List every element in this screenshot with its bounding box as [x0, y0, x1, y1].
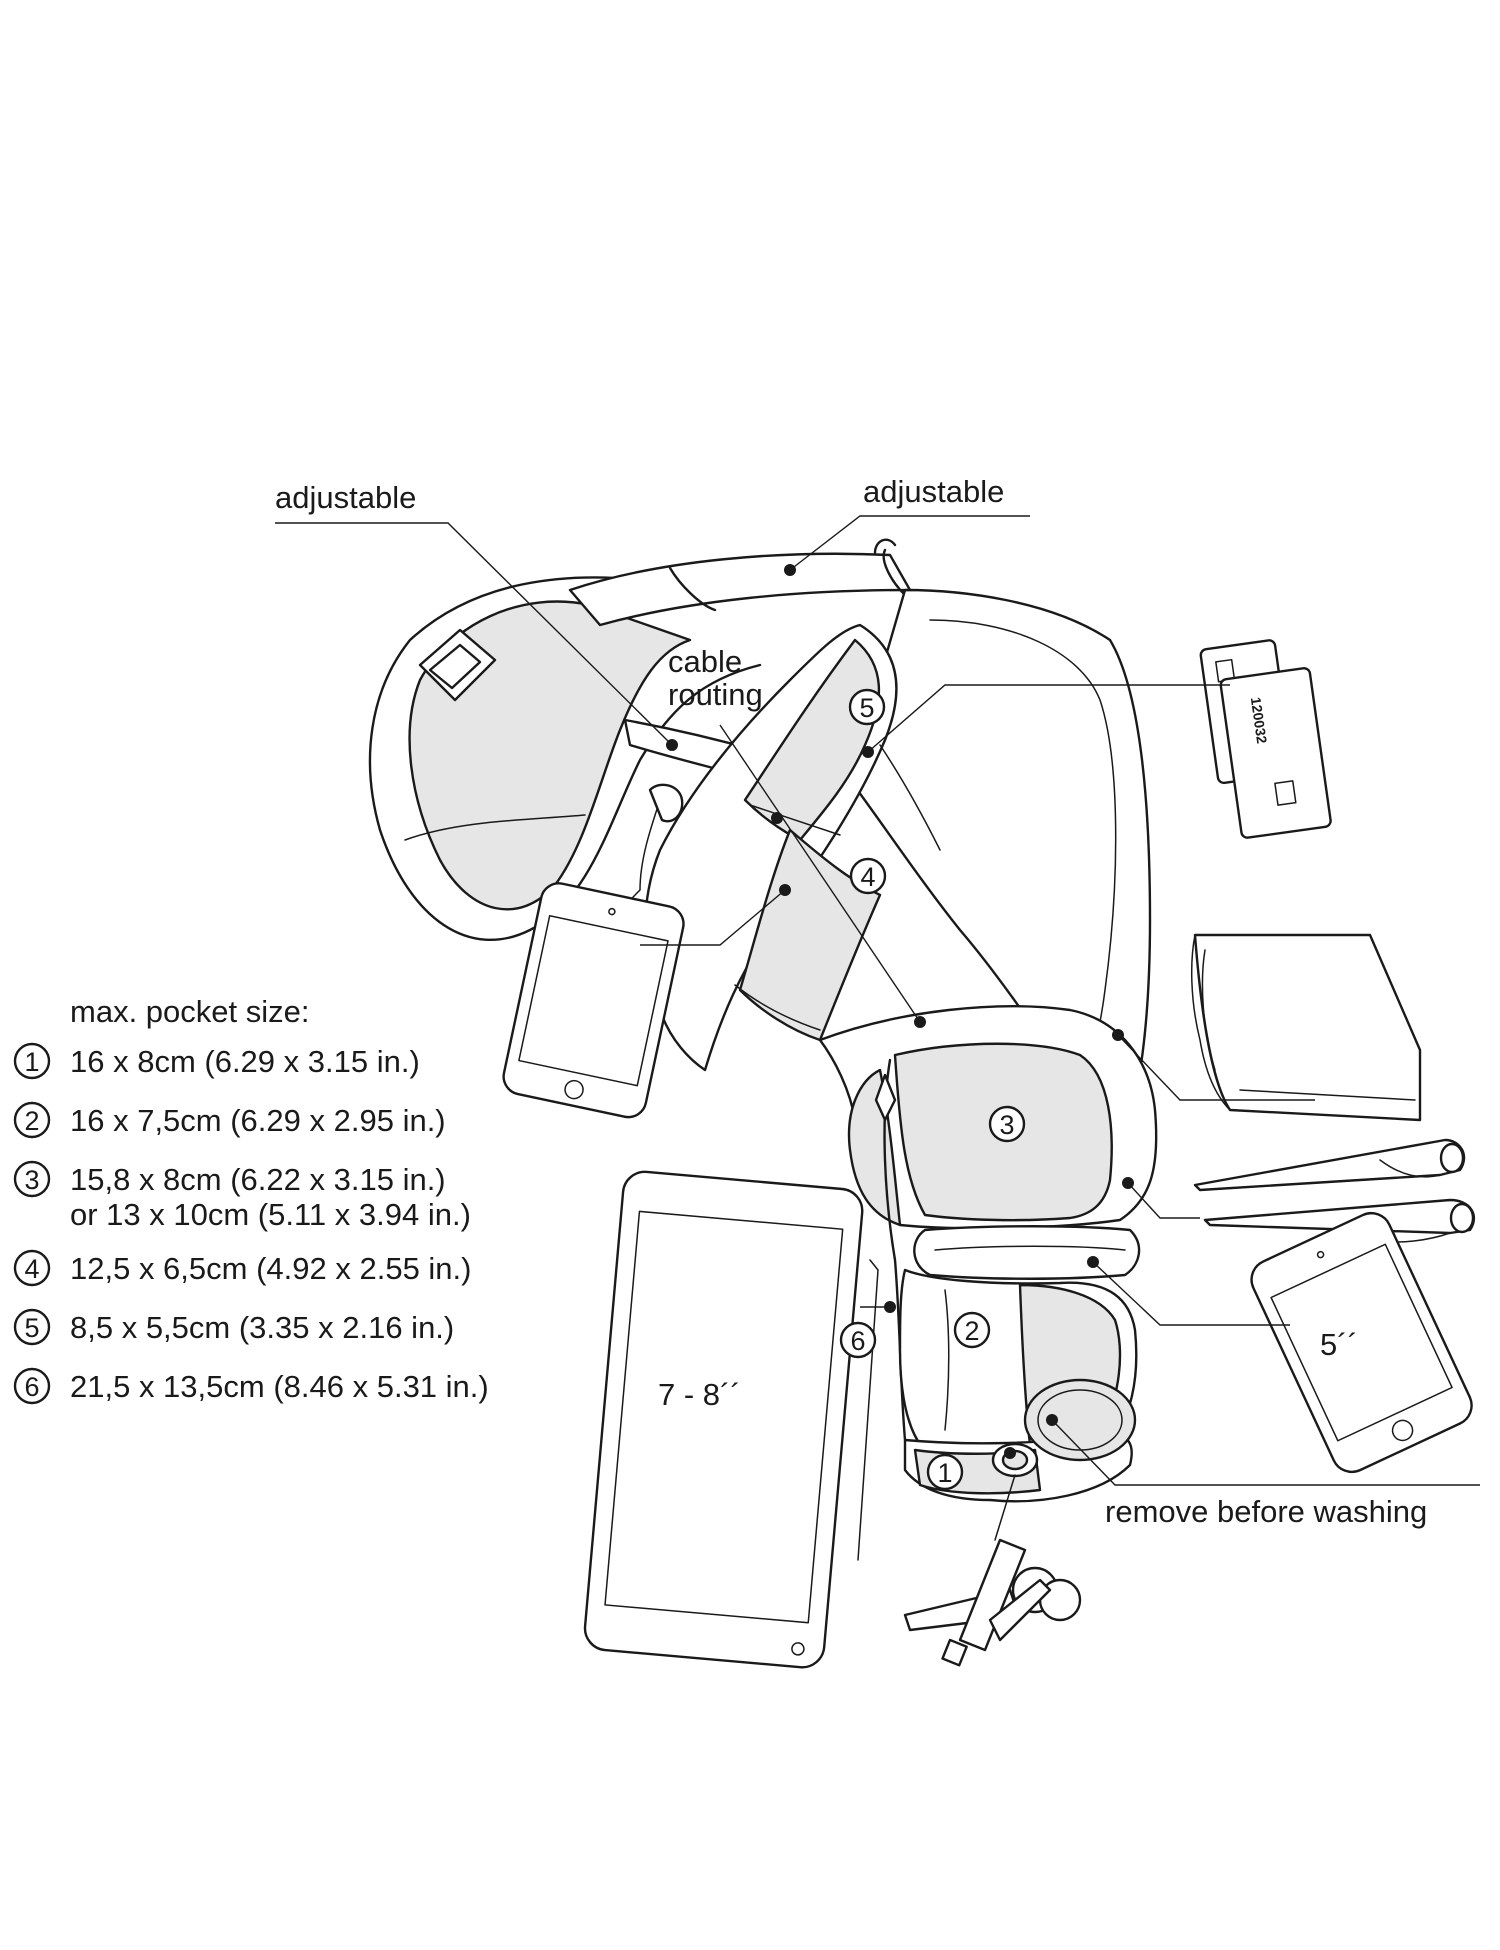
label-cable-routing-2: routing	[668, 677, 763, 712]
legend-item-6: 6 21,5 x 13,5cm (8.46 x 5.31 in.)	[13, 1367, 489, 1405]
phone-right-illustration	[1250, 1211, 1473, 1474]
top-strap-loop-left	[668, 566, 717, 612]
legend-item-2: 2 16 x 7,5cm (6.29 x 2.95 in.)	[13, 1101, 446, 1139]
legend-item-1: 1 16 x 8cm (6.29 x 3.15 in.)	[13, 1042, 420, 1080]
tablet-illustration	[583, 1170, 879, 1669]
svg-text:or 13 x 10cm (5.11 x 3.94 in.): or 13 x 10cm (5.11 x 3.94 in.)	[70, 1197, 471, 1232]
pocket-markers: 5 4 3 2 1 6	[839, 688, 1026, 1491]
phone-right-home-button	[1391, 1419, 1414, 1442]
phone-left-illustration	[502, 783, 685, 1119]
svg-text:2: 2	[964, 1316, 979, 1346]
legend-item-3: 3 15,8 x 8cm (6.22 x 3.15 in.) or 13 x 1…	[13, 1160, 471, 1232]
svg-text:4: 4	[860, 862, 875, 892]
tablet-screen	[604, 1210, 844, 1624]
removable-pad-oval	[1023, 1378, 1137, 1462]
svg-text:6: 6	[24, 1372, 39, 1402]
label-remove-before-washing: remove before washing	[1105, 1494, 1427, 1529]
wallet-body	[1193, 933, 1422, 1122]
svg-text:6: 6	[850, 1326, 865, 1356]
leader-lines	[275, 515, 1480, 1486]
phone-left-screen	[518, 915, 669, 1087]
key-fob-attachment	[991, 1442, 1039, 1478]
svg-text:2: 2	[24, 1106, 39, 1136]
removable-pad-inner	[1037, 1389, 1123, 1451]
svg-text:21,5 x 13,5cm (8.46 x 5.31 in.: 21,5 x 13,5cm (8.46 x 5.31 in.)	[70, 1369, 489, 1404]
label-adjustable-right: adjustable	[863, 474, 1004, 509]
top-strap-loop-right	[882, 548, 907, 597]
left-shoulder-inner-line	[404, 814, 586, 841]
strap-edge-line	[879, 744, 941, 851]
pens-illustration	[1193, 1138, 1476, 1243]
sling-bag-illustration	[368, 538, 1158, 1503]
credit-cards-illustration: 120032	[1199, 639, 1332, 839]
svg-text:5: 5	[859, 693, 874, 723]
card-front	[1219, 667, 1332, 839]
keys-illustration	[903, 1474, 1082, 1667]
pocket-2-inner	[944, 1289, 950, 1431]
svg-text:3: 3	[999, 1110, 1014, 1140]
label-tablet-size: 7 - 8´´	[658, 1377, 741, 1412]
svg-text:1: 1	[24, 1047, 39, 1077]
key-ring	[994, 1474, 1016, 1541]
key-two	[988, 1578, 1052, 1642]
earphone-bud	[648, 783, 684, 823]
marker-pocket-5: 5	[848, 688, 886, 726]
label-cable-routing-1: cable	[668, 644, 742, 679]
legend-item-4: 4 12,5 x 6,5cm (4.92 x 2.55 in.)	[13, 1249, 472, 1287]
card-number: 120032	[1248, 696, 1270, 745]
svg-text:8,5 x 5,5cm (3.35 x 2.16 in.): 8,5 x 5,5cm (3.35 x 2.16 in.)	[70, 1310, 454, 1345]
legend-heading: max. pocket size:	[70, 994, 309, 1029]
usb-stick	[958, 1538, 1027, 1652]
top-strap-ring	[873, 538, 897, 555]
marker-pocket-4: 4	[849, 857, 887, 895]
pen-top	[1193, 1138, 1466, 1192]
marker-pocket-6: 6	[839, 1321, 877, 1359]
svg-text:4: 4	[24, 1254, 39, 1284]
svg-text:15,8 x 8cm (6.22 x 3.15 in.): 15,8 x 8cm (6.22 x 3.15 in.)	[70, 1162, 446, 1197]
svg-text:16 x 7,5cm (6.29 x 2.95 in.): 16 x 7,5cm (6.29 x 2.95 in.)	[70, 1103, 446, 1138]
label-phone-size: 5´´	[1320, 1327, 1358, 1362]
legend-item-5: 5 8,5 x 5,5cm (3.35 x 2.16 in.)	[13, 1308, 454, 1346]
svg-text:12,5 x 6,5cm (4.92 x 2.55 in.): 12,5 x 6,5cm (4.92 x 2.55 in.)	[70, 1251, 472, 1286]
marker-pocket-1: 1	[926, 1453, 964, 1491]
tablet-button	[791, 1642, 805, 1656]
svg-text:1: 1	[937, 1458, 952, 1488]
pocket-separator-roll	[913, 1225, 1141, 1280]
svg-text:5: 5	[24, 1313, 39, 1343]
top-strap	[568, 552, 912, 627]
pocket-size-legend: max. pocket size: 1 16 x 8cm (6.29 x 3.1…	[13, 994, 489, 1405]
phone-left-home-button	[564, 1079, 584, 1100]
strap-buckle	[418, 628, 497, 702]
svg-text:16 x 8cm (6.29 x 3.15 in.): 16 x 8cm (6.29 x 3.15 in.)	[70, 1044, 420, 1079]
label-adjustable-left: adjustable	[275, 480, 416, 515]
wallet-illustration	[1191, 933, 1422, 1122]
svg-text:3: 3	[24, 1165, 39, 1195]
marker-pocket-3: 3	[988, 1105, 1026, 1143]
marker-pocket-2: 2	[953, 1311, 991, 1349]
zipper-pull	[874, 1073, 897, 1122]
phone-right-screen	[1270, 1243, 1453, 1442]
